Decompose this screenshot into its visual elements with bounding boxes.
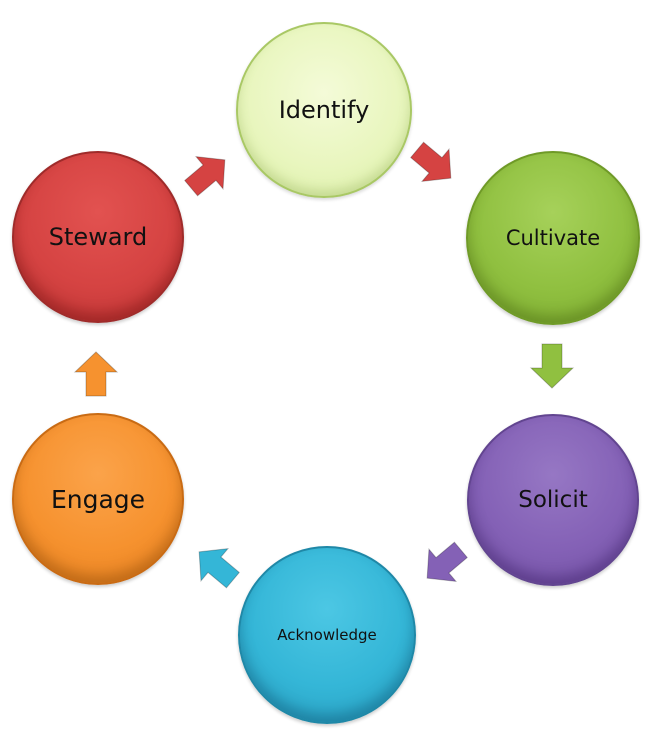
node-engage: Engage (12, 413, 184, 585)
node-label-identify: Identify (278, 96, 370, 124)
node-cultivate: Cultivate (466, 151, 640, 325)
node-solicit: Solicit (467, 414, 639, 586)
node-acknowledge: Acknowledge (238, 546, 416, 724)
arrow-solicit-to-acknowledge-icon (426, 541, 468, 583)
arrow-steward-to-identify-icon (184, 155, 226, 197)
node-label-solicit: Solicit (518, 487, 588, 513)
node-steward: Steward (12, 151, 184, 323)
node-label-acknowledge: Acknowledge (277, 626, 377, 644)
arrow-acknowledge-to-engage-icon (198, 547, 240, 589)
arrow-cultivate-to-solicit-icon (529, 343, 575, 389)
node-label-cultivate: Cultivate (505, 226, 601, 250)
arrow-engage-to-steward-icon (73, 351, 119, 397)
node-label-engage: Engage (50, 484, 146, 514)
node-identify: Identify (236, 22, 412, 198)
arrow-identify-to-cultivate-icon (410, 141, 452, 183)
node-label-steward: Steward (48, 223, 148, 251)
